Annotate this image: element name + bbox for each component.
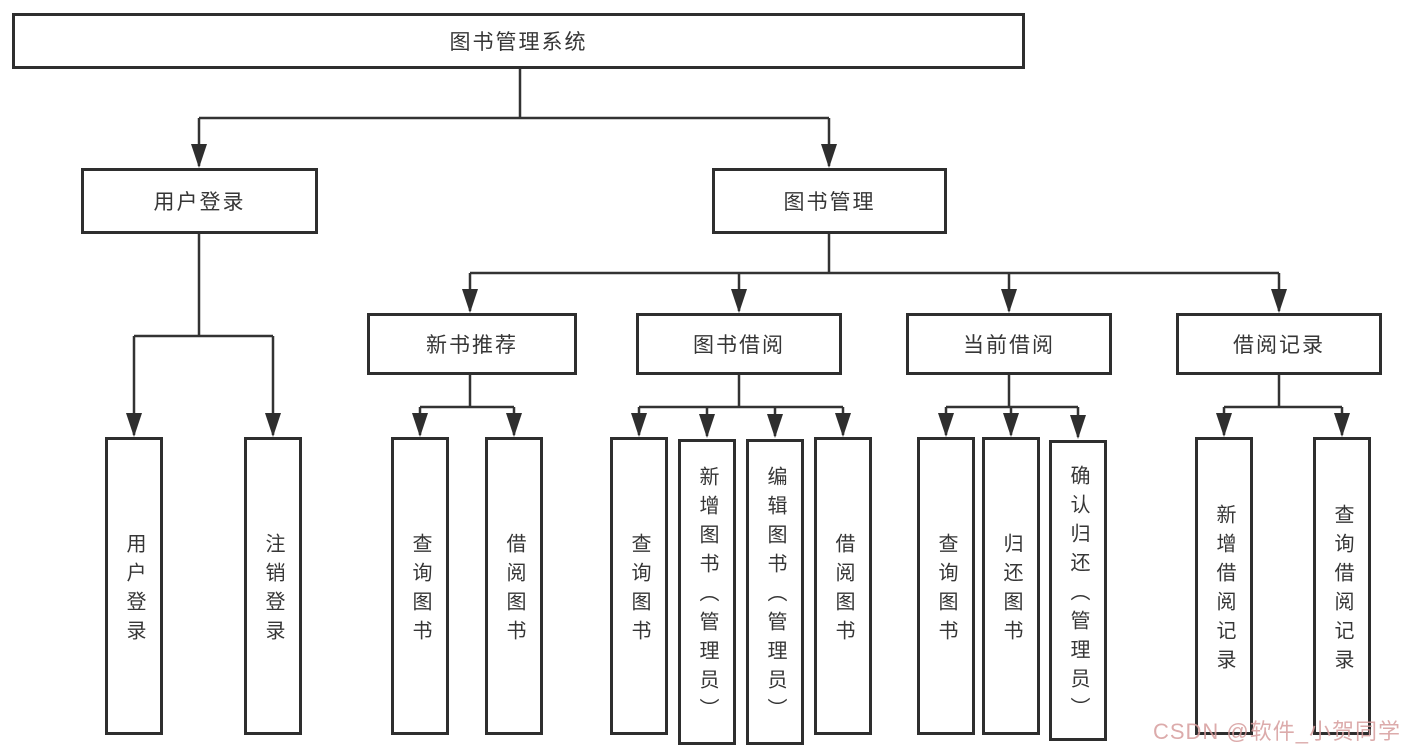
leaf-add-borrow-record-label: 新增借阅记录 xyxy=(1213,503,1235,678)
node-root-label: 图书管理系统 xyxy=(449,31,588,54)
node-current-borrow: 当前借阅 xyxy=(906,313,1112,375)
node-borrow-records-label: 借阅记录 xyxy=(1233,334,1325,357)
node-book-borrow-label: 图书借阅 xyxy=(693,334,785,357)
leaf-confirm-return-admin: 确认归还（管理员） xyxy=(1049,440,1107,741)
leaf-user-login: 用户登录 xyxy=(105,437,163,735)
leaf-add-borrow-record: 新增借阅记录 xyxy=(1195,437,1253,735)
leaf-edit-books-admin: 编辑图书（管理员） xyxy=(746,439,804,745)
leaf-recommend-borrow-books-label: 借阅图书 xyxy=(503,532,525,649)
node-current-borrow-label: 当前借阅 xyxy=(963,334,1055,357)
leaf-logout-label: 注销登录 xyxy=(262,532,284,649)
leaf-confirm-return-admin-label: 确认归还（管理员） xyxy=(1067,464,1089,726)
node-borrow-records: 借阅记录 xyxy=(1176,313,1382,375)
leaf-borrow-query-books-label: 查询图书 xyxy=(628,532,650,649)
leaf-query-borrow-record: 查询借阅记录 xyxy=(1313,437,1371,735)
leaf-add-books-admin-label: 新增图书（管理员） xyxy=(696,466,718,727)
leaf-current-query-books-label: 查询图书 xyxy=(935,532,957,649)
node-new-book-recommend-label: 新书推荐 xyxy=(426,334,518,357)
leaf-recommend-query-books-label: 查询图书 xyxy=(409,532,431,649)
leaf-return-books-label: 归还图书 xyxy=(1000,532,1022,649)
leaf-return-books: 归还图书 xyxy=(982,437,1040,735)
leaf-borrow-query-books: 查询图书 xyxy=(610,437,668,735)
leaf-logout: 注销登录 xyxy=(244,437,302,735)
node-new-book-recommend: 新书推荐 xyxy=(367,313,577,375)
leaf-query-borrow-record-label: 查询借阅记录 xyxy=(1331,503,1353,678)
leaf-recommend-borrow-books: 借阅图书 xyxy=(485,437,543,735)
node-book-borrow: 图书借阅 xyxy=(636,313,842,375)
leaf-user-login-label: 用户登录 xyxy=(123,532,145,649)
leaf-borrow-books-label: 借阅图书 xyxy=(832,532,854,649)
node-user-login-label: 用户登录 xyxy=(153,191,246,214)
node-root: 图书管理系统 xyxy=(12,13,1025,69)
node-book-management: 图书管理 xyxy=(712,168,947,234)
node-book-management-label: 图书管理 xyxy=(783,191,876,214)
leaf-current-query-books: 查询图书 xyxy=(917,437,975,735)
leaf-edit-books-admin-label: 编辑图书（管理员） xyxy=(764,466,786,727)
leaf-recommend-query-books: 查询图书 xyxy=(391,437,449,735)
csdn-watermark: CSDN @软件_小贺同学 xyxy=(1152,719,1401,744)
leaf-borrow-books: 借阅图书 xyxy=(814,437,872,735)
node-user-login: 用户登录 xyxy=(81,168,318,234)
leaf-add-books-admin: 新增图书（管理员） xyxy=(678,439,736,745)
